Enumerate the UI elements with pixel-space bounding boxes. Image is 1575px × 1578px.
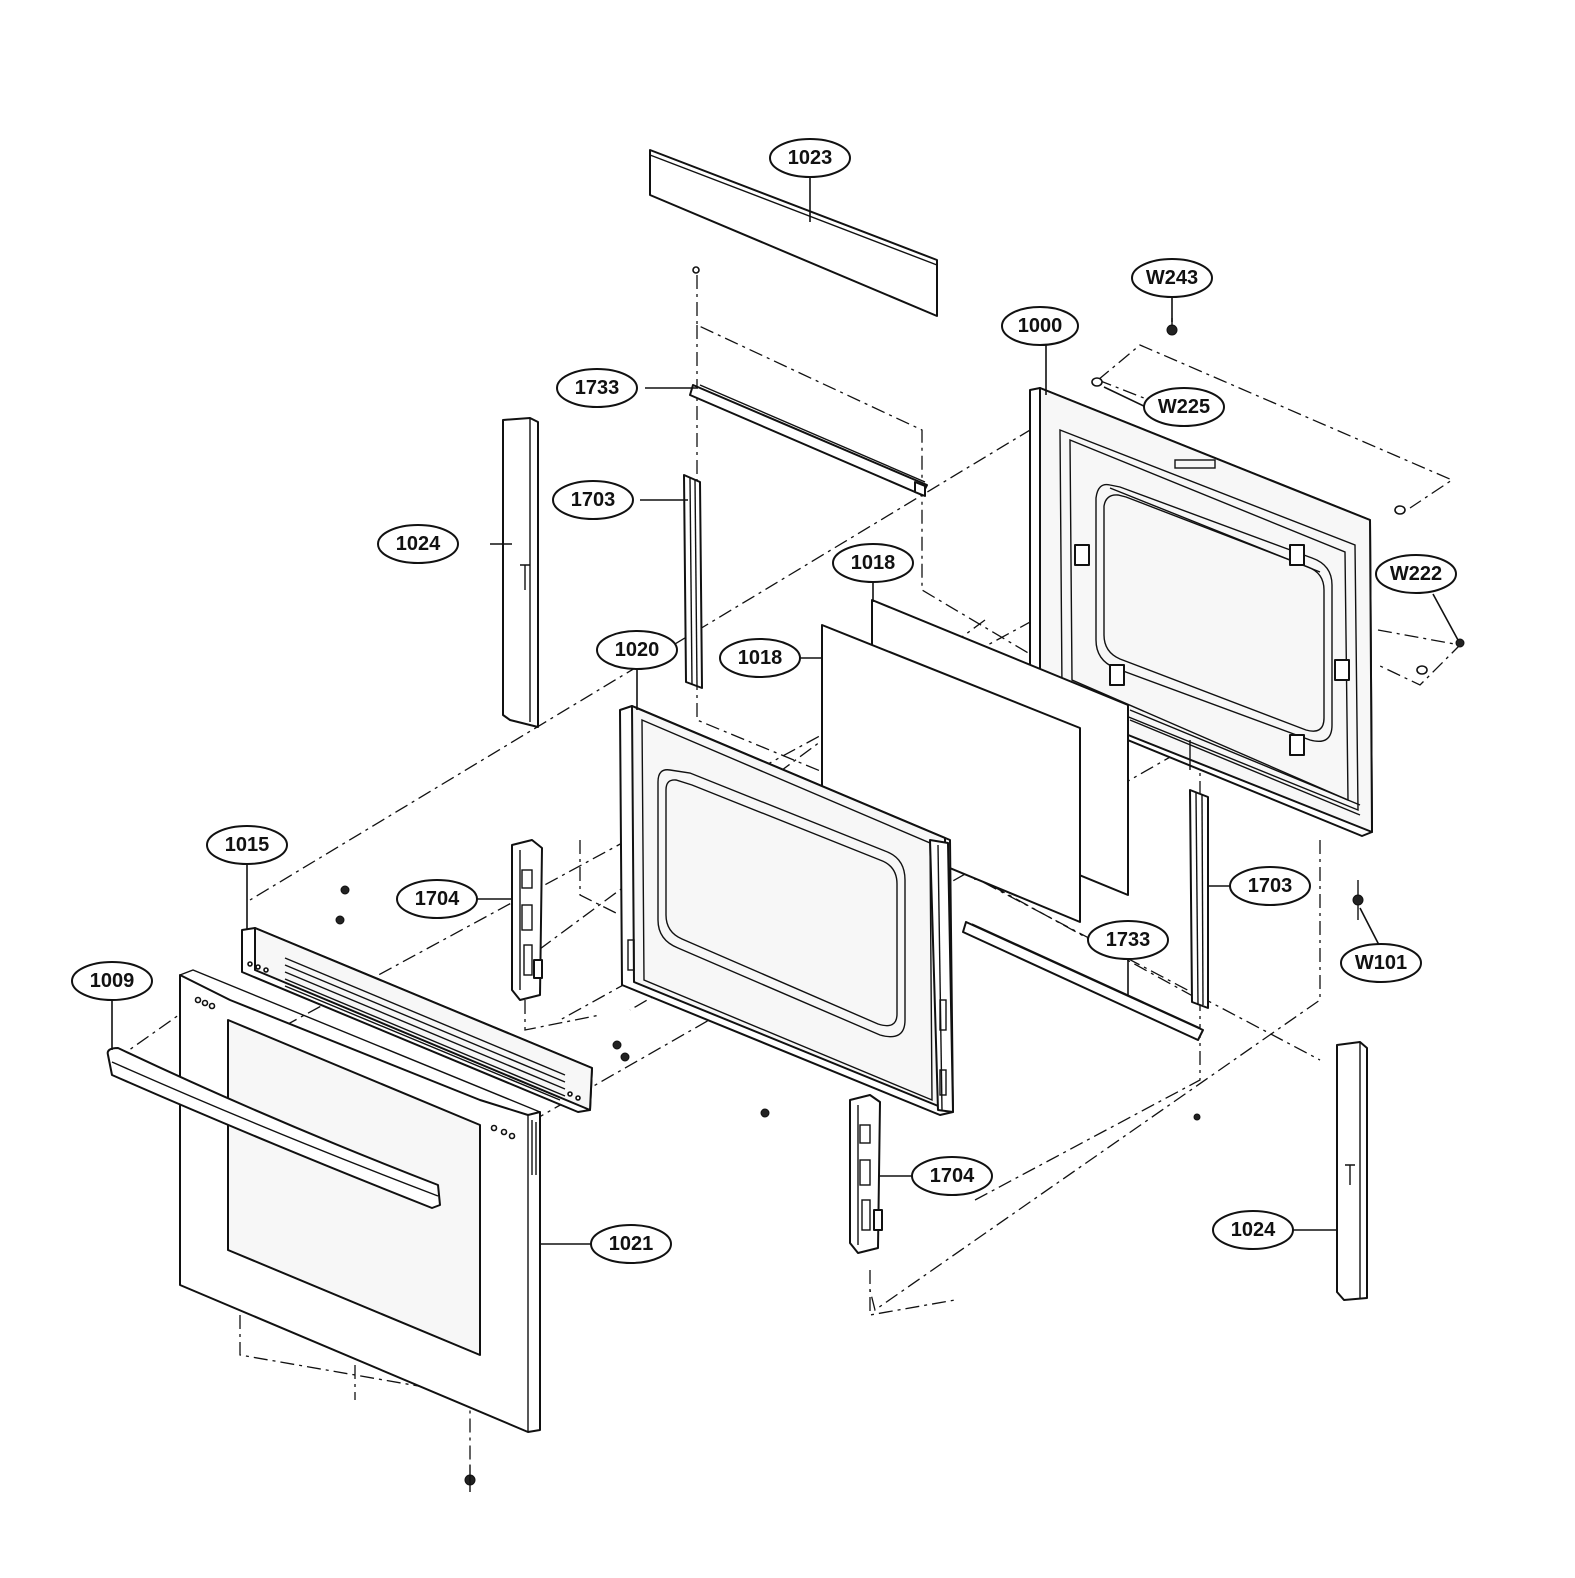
part-1703-right-channel	[1189, 789, 1209, 1009]
callout-1704-upper: 1704	[396, 879, 478, 919]
callout-1018-a: 1018	[832, 543, 914, 583]
part-1020-inner-glass-frame	[619, 705, 954, 1116]
callout-1021: 1021	[590, 1224, 672, 1264]
washer-w222-icon	[1416, 665, 1428, 675]
callout-part-number: 1733	[575, 377, 620, 399]
callout-bubble	[71, 961, 153, 1001]
callout-bubble	[1212, 1210, 1294, 1250]
callout-bubble	[1001, 306, 1079, 346]
callout-part-number: W225	[1158, 396, 1210, 418]
callout-1000: 1000	[1001, 306, 1079, 346]
part-1024-right-side-trim	[1336, 1041, 1368, 1301]
callout-part-number: 1704	[930, 1165, 975, 1187]
callout-bubble	[1087, 920, 1169, 960]
callout-bubble	[1143, 387, 1225, 427]
callout-part-number: 1024	[1231, 1219, 1276, 1241]
screw-icon	[1193, 1113, 1201, 1121]
callout-bubble	[1229, 866, 1311, 906]
screw-icon	[692, 266, 700, 274]
callout-w225: W225	[1143, 387, 1225, 427]
callout-1009: 1009	[71, 961, 153, 1001]
callout-1704-lower: 1704	[911, 1156, 993, 1196]
callout-part-number: 1018	[738, 647, 783, 669]
callout-bubble	[719, 638, 801, 678]
screw-w222-icon	[1455, 638, 1465, 648]
callout-part-number: W222	[1390, 563, 1442, 585]
part-1704-upper-hinge	[511, 839, 543, 1001]
part-1023-top-trim	[649, 149, 938, 317]
callout-bubble	[596, 630, 678, 670]
callout-part-number: W243	[1146, 267, 1198, 289]
part-1009-door-handle	[106, 1047, 441, 1209]
callout-w101: W101	[1340, 943, 1422, 983]
callout-bubble	[911, 1156, 993, 1196]
part-1021-outer-door-panel	[179, 969, 541, 1433]
callout-1015: 1015	[206, 825, 288, 865]
part-1018-glass-pane-front	[821, 624, 1081, 923]
callout-1733-top: 1733	[556, 368, 638, 408]
screw-w101-icon	[1352, 894, 1364, 906]
callout-1023: 1023	[769, 138, 851, 178]
callout-bubble	[556, 368, 638, 408]
callout-part-number: 1733	[1106, 929, 1151, 951]
callout-part-number: 1703	[1248, 875, 1293, 897]
washer-icon	[1394, 505, 1406, 515]
callout-bubble	[206, 825, 288, 865]
screw-icon	[335, 915, 345, 925]
part-1703-left-channel	[683, 474, 703, 689]
callout-part-number: 1009	[90, 970, 135, 992]
callout-bubble	[377, 524, 459, 564]
callout-w222: W222	[1375, 554, 1457, 594]
callout-part-number: 1020	[615, 639, 660, 661]
callout-1703-left: 1703	[552, 480, 634, 520]
callout-bubble	[832, 543, 914, 583]
callout-bubble	[590, 1224, 672, 1264]
part-1733-upper-rail	[689, 384, 928, 497]
callout-part-number: 1704	[415, 888, 460, 910]
screw-icon	[760, 1108, 770, 1118]
callout-1024-right: 1024	[1212, 1210, 1294, 1250]
screw-w243-icon	[1166, 324, 1178, 336]
callout-1020: 1020	[596, 630, 678, 670]
callout-part-number: 1018	[851, 552, 896, 574]
callout-bubble	[552, 480, 634, 520]
callout-part-number: 1703	[571, 489, 616, 511]
part-1704-lower-hinge	[849, 1094, 883, 1254]
callout-part-number: 1023	[788, 147, 833, 169]
callout-part-number: 1021	[609, 1233, 654, 1255]
callout-w243: W243	[1131, 258, 1213, 298]
washer-w225-icon	[1091, 377, 1103, 387]
part-1733-lower-rail	[962, 921, 1204, 1041]
callout-bubble	[769, 138, 851, 178]
callout-bubble	[396, 879, 478, 919]
callout-bubble	[1131, 258, 1213, 298]
callout-bubble	[1340, 943, 1422, 983]
part-1024-left-side-trim	[502, 417, 539, 728]
screw-icon	[620, 1052, 630, 1062]
callout-part-number: 1024	[396, 533, 441, 555]
callout-1024-left: 1024	[377, 524, 459, 564]
callout-part-number: 1000	[1018, 315, 1063, 337]
callout-bubble	[1375, 554, 1457, 594]
screw-icon	[612, 1040, 622, 1050]
hardware-fasteners	[335, 266, 1465, 1492]
callout-1733-bottom: 1733	[1087, 920, 1169, 960]
callout-part-number: W101	[1355, 952, 1407, 974]
screw-icon	[340, 885, 350, 895]
part-1015-vent-strip	[241, 927, 593, 1113]
callout-1703-right: 1703	[1229, 866, 1311, 906]
callout-1018-b: 1018	[719, 638, 801, 678]
callout-part-number: 1015	[225, 834, 270, 856]
